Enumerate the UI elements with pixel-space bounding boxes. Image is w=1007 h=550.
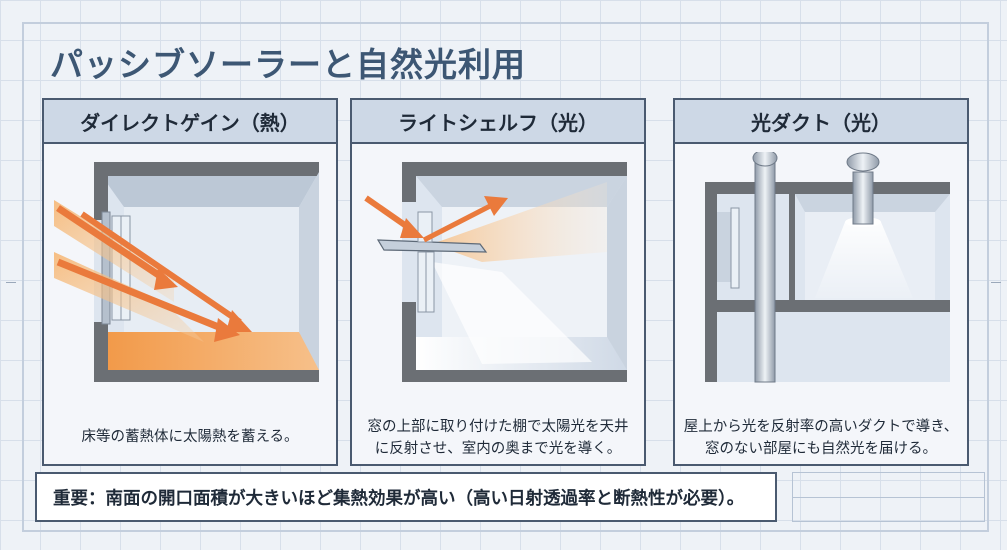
- caption-line: 床等の蓄熱体に太陽熱を蓄える。: [81, 429, 299, 445]
- caption-line: に反射させ、室内の奥まで光を導く。: [374, 441, 622, 457]
- panel-heading: 光ダクト（光）: [675, 100, 967, 144]
- panel-direct-gain: ダイレクトゲイン（熱）: [42, 98, 338, 466]
- panel-caption: 窓の上部に取り付けた棚で太陽光を天井 に反射させ、室内の奥まで光を導く。: [352, 416, 644, 460]
- light-shelf-room-illustration: [362, 152, 634, 492]
- note-side-divider: [792, 497, 985, 498]
- panel-caption: 床等の蓄熱体に太陽熱を蓄える。: [44, 426, 336, 448]
- caption-line: 屋上から光を反射率の高いダクトで導き、: [683, 419, 959, 435]
- caption-line: 窓のない部屋にも自然光を届ける。: [705, 441, 937, 457]
- panel-heading: ライトシェルフ（光）: [352, 100, 644, 144]
- page-title: パッシブソーラーと自然光利用: [50, 45, 526, 84]
- registration-mark: [991, 282, 1001, 283]
- panel-light-shelf: ライトシェルフ（光）: [350, 98, 646, 466]
- panel-caption: 屋上から光を反射率の高いダクトで導き、 窓のない部屋にも自然光を届ける。: [675, 416, 967, 460]
- registration-mark: [6, 282, 16, 283]
- caption-line: 窓の上部に取り付けた棚で太陽光を天井: [367, 419, 629, 435]
- panel-light-duct: 光ダクト（光）: [673, 98, 969, 466]
- panel-heading: ダイレクトゲイン（熱）: [44, 100, 336, 144]
- drawing-frame: [22, 22, 989, 532]
- sun-heat-room-illustration: [54, 152, 326, 492]
- light-duct-building-illustration: [685, 152, 957, 492]
- important-note: 重要：南面の開口面積が大きいほど集熱効果が高い（高い日射透過率と断熱性が必要）。: [35, 472, 777, 522]
